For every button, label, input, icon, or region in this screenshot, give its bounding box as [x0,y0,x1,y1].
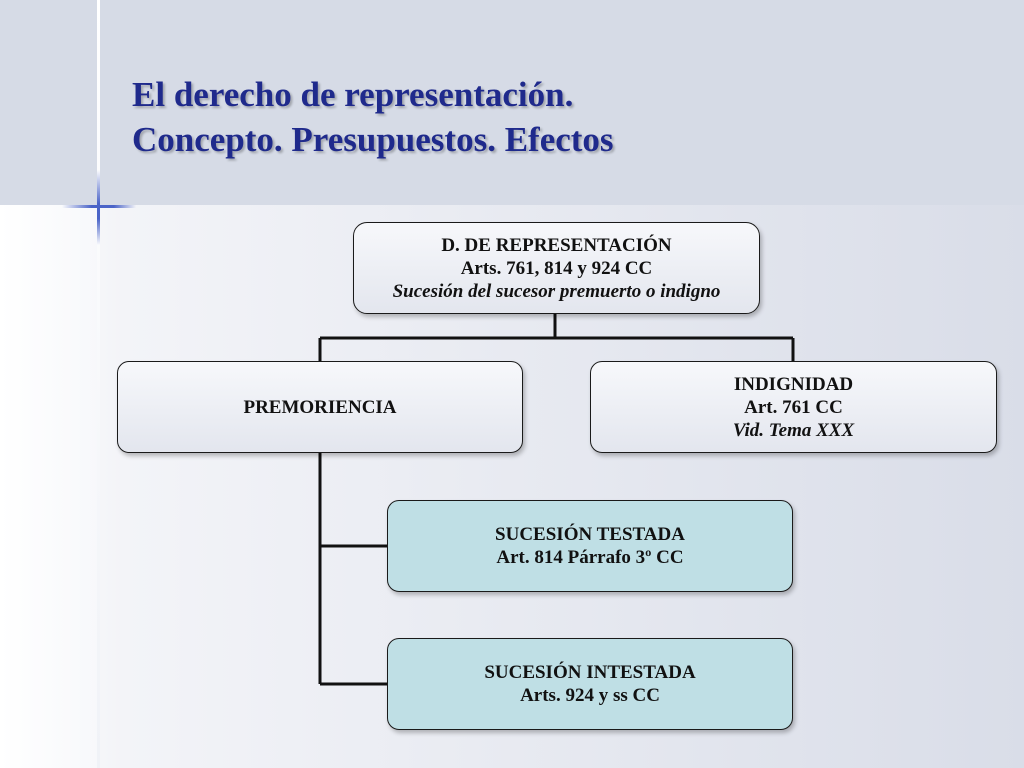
node-premoriencia-label: PREMORIENCIA [243,396,397,418]
node-root-articles: Arts. 761, 814 y 924 CC [460,257,653,279]
node-testada-label: SUCESIÓN TESTADA [495,524,685,545]
node-sucesion-intestada: SUCESIÓN INTESTADA Arts. 924 y ss CC [387,638,793,730]
node-indignidad: INDIGNIDAD Art. 761 CC Vid. Tema XXX [590,361,997,453]
decorative-cross-vertical [97,170,100,245]
node-derecho-representacion: D. DE REPRESENTACIÓN Arts. 761, 814 y 92… [353,222,760,314]
node-indignidad-article: Art. 761 CC [744,396,843,418]
node-indignidad-reference: Vid. Tema XXX [732,419,855,441]
slide-title: El derecho de representación. Concepto. … [132,72,932,162]
node-testada-article: Art. 814 Párrafo 3º CC [496,547,684,568]
decorative-vertical-line [97,0,100,768]
node-intestada-article: Arts. 924 y ss CC [520,685,660,706]
node-premoriencia: PREMORIENCIA [117,361,523,453]
slide-title-line-1: El derecho de representación. [132,75,574,114]
node-root-label: D. DE REPRESENTACIÓN [441,234,672,256]
node-root-description: Sucesión del sucesor premuerto o indigno [392,280,721,302]
header-band [0,0,1024,205]
node-indignidad-label: INDIGNIDAD [733,373,854,395]
node-intestada-label: SUCESIÓN INTESTADA [484,662,696,683]
node-sucesion-testada: SUCESIÓN TESTADA Art. 814 Párrafo 3º CC [387,500,793,592]
left-strip [0,205,100,768]
slide-title-line-2: Concepto. Presupuestos. Efectos [132,120,614,159]
